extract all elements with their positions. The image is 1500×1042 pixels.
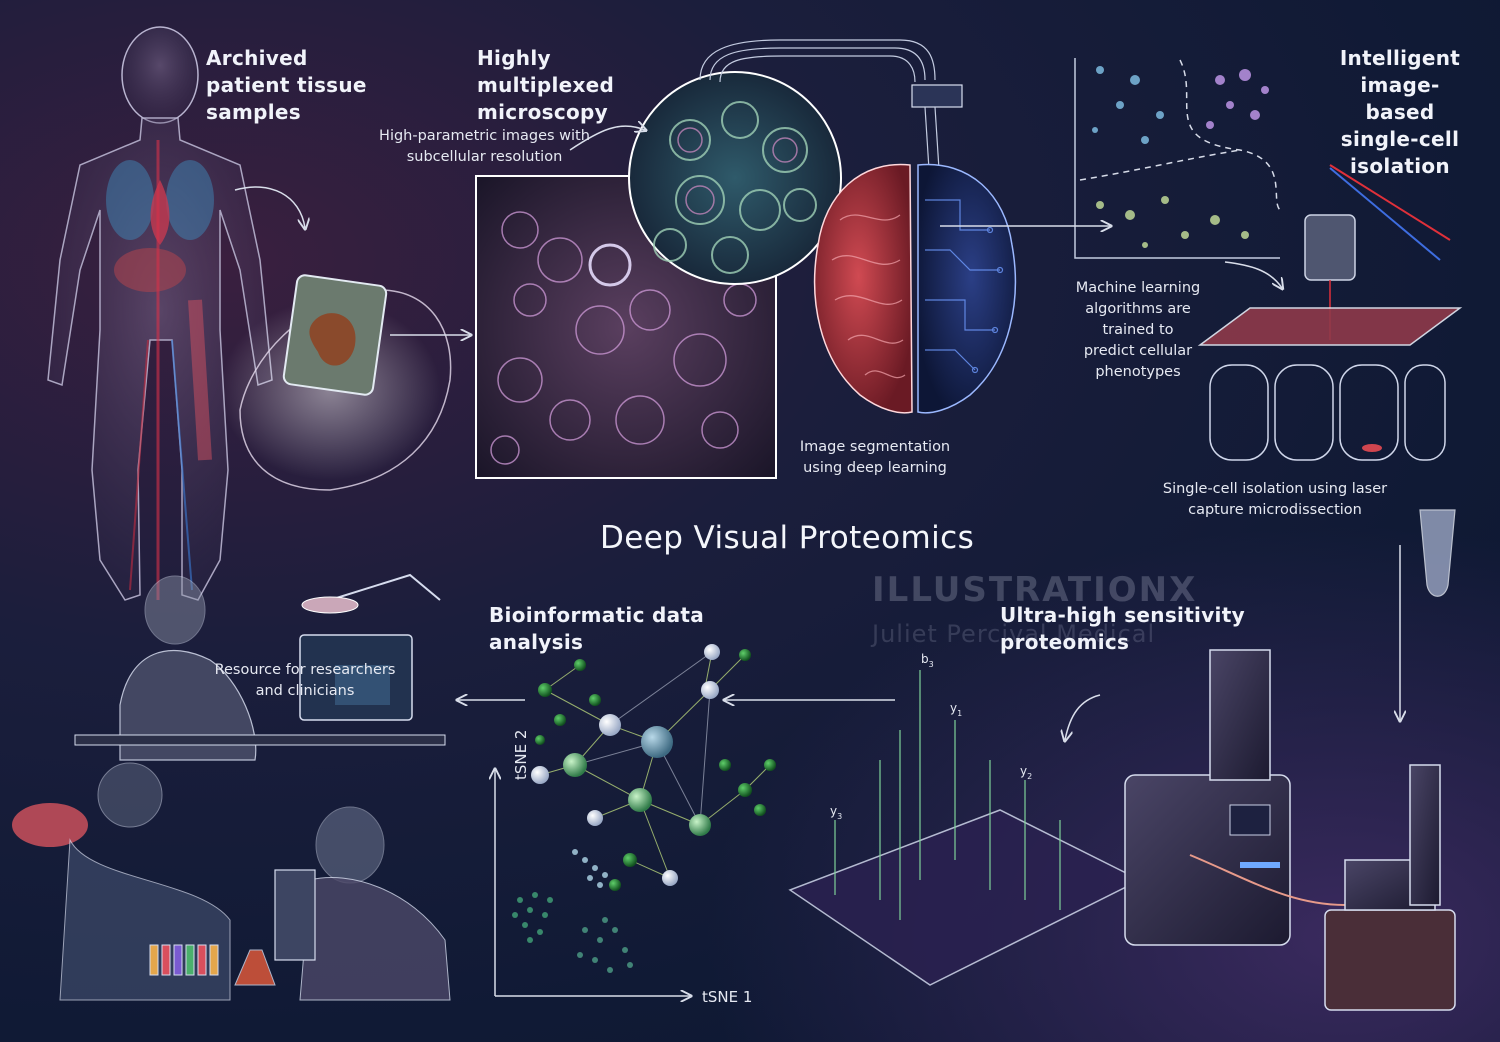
heading-archived-samples: Archived patient tissue samples — [206, 46, 367, 124]
caption-high-parametric: High-parametric images with subcellular … — [372, 126, 597, 168]
caption-high-parametric-line2: subcellular resolution — [406, 149, 563, 165]
caption-ml-line2: algorithms are — [1085, 301, 1191, 317]
peak-label-y2: y2 — [1020, 764, 1032, 781]
watermark-brand: ILLUSTRATIONX — [872, 570, 1198, 610]
tsne-x-label: tSNE 1 — [702, 988, 752, 1006]
caption-machine-learning: Machine learning algorithms are trained … — [1062, 278, 1214, 383]
caption-segmentation-line2: using deep learning — [803, 460, 947, 476]
caption-segmentation-line1: Image segmentation — [799, 439, 951, 455]
caption-lcm-line1: Single-cell isolation using laser — [1162, 481, 1388, 497]
caption-resource-line1: Resource for researchers — [214, 662, 396, 678]
caption-high-parametric-line1: High-parametric images with — [379, 128, 590, 144]
peak-label-b3: b3 — [921, 652, 934, 669]
peak-label-y1: y1 — [950, 701, 962, 718]
caption-ml-line3: trained to — [1102, 322, 1174, 338]
laser-microdissection-setup — [1197, 164, 1463, 597]
caption-ml-line4: predict cellular — [1083, 343, 1193, 359]
ml-classification-plot — [1074, 58, 1281, 259]
caption-ml-line5: phenotypes — [1095, 364, 1181, 380]
heading-single-cell-isolation: Intelligent image-based single-cell isol… — [1339, 46, 1461, 178]
flow-arrows — [234, 126, 1400, 740]
caption-ml-line1: Machine learning — [1075, 280, 1201, 296]
caption-resource: Resource for researchers and clinicians — [210, 660, 400, 702]
peak-label-y3: y3 — [830, 804, 842, 821]
heading-multiplexed-microscopy: Highly multiplexed microscopy — [477, 46, 615, 124]
heading-bioinformatic-analysis: Bioinformatic data analysis — [489, 603, 705, 654]
mass-spec-peaks: b3 y1 y2 y3 — [788, 652, 1142, 986]
caption-laser-capture: Single-cell isolation using laser captur… — [1155, 479, 1395, 521]
tsne-cluster-plot: tSNE 1 tSNE 2 — [495, 730, 752, 1006]
main-title: Deep Visual Proteomics — [600, 520, 975, 556]
heading-proteomics: Ultra-high sensitivity proteomics — [1000, 603, 1245, 654]
caption-segmentation: Image segmentation using deep learning — [790, 437, 960, 479]
researchers-scene — [12, 573, 451, 1001]
watermark-artist: Juliet Percival Medical — [872, 620, 1156, 648]
brain-illustration — [813, 163, 1017, 414]
protein-network-graph — [531, 644, 776, 891]
hand-with-tissue-cassette — [220, 274, 452, 491]
caption-lcm-line2: capture microdissection — [1188, 502, 1362, 518]
caption-resource-line2: and clinicians — [255, 683, 355, 699]
mass-spectrometer — [1124, 649, 1456, 1011]
human-body-figure — [47, 26, 273, 601]
tsne-y-label: tSNE 2 — [512, 730, 530, 780]
zoomed-cell-circle — [628, 71, 842, 285]
